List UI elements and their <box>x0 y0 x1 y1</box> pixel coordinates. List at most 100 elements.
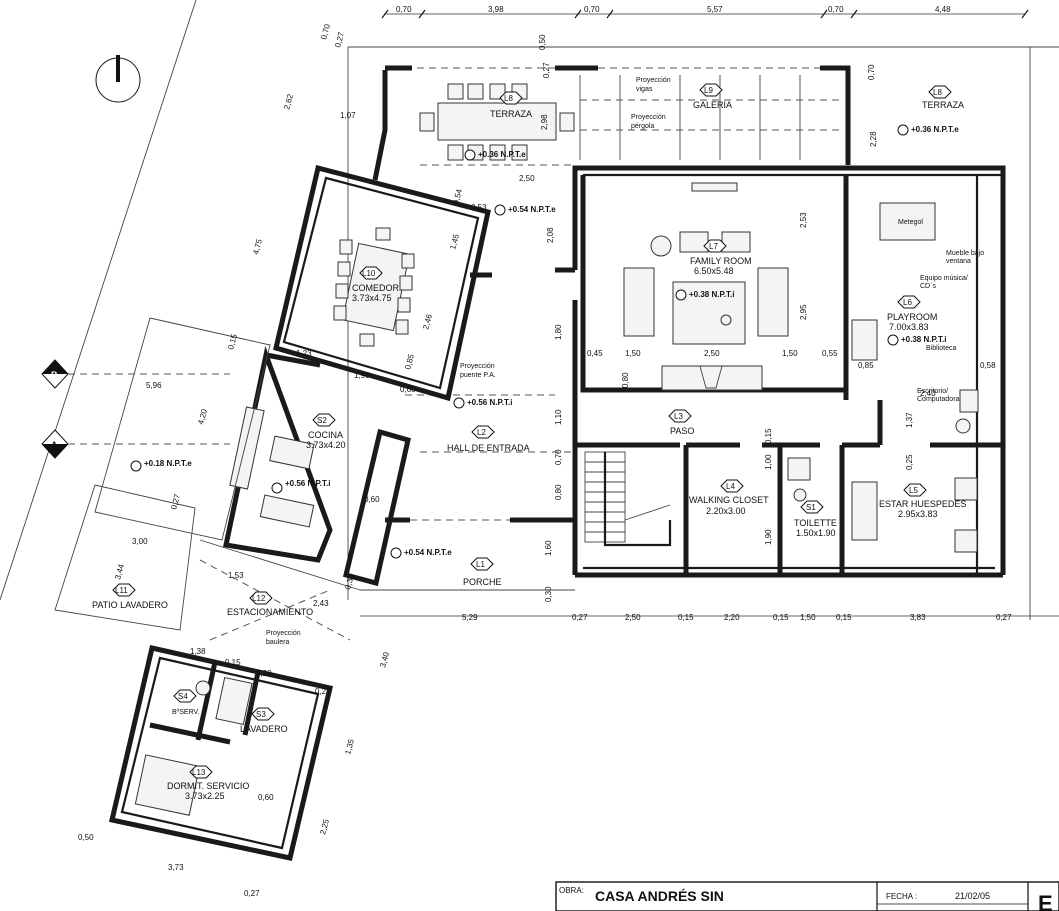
svg-text:1,00: 1,00 <box>764 454 773 470</box>
property-line <box>0 0 197 601</box>
svg-text:0,15: 0,15 <box>773 613 789 622</box>
svg-text:+0.38 N.P.T.i: +0.38 N.P.T.i <box>901 335 946 344</box>
svg-text:S1: S1 <box>806 503 816 512</box>
svg-text:L1: L1 <box>476 560 485 569</box>
room-tag-l2: L2 HALL DE ENTRADA <box>447 425 530 453</box>
svg-text:0,60: 0,60 <box>400 385 416 394</box>
svg-text:0,27: 0,27 <box>315 687 331 696</box>
level-marker-cocina: +0.56 N.P.T.i <box>271 479 330 494</box>
svg-text:+0.38 N.P.T.i: +0.38 N.P.T.i <box>689 290 734 299</box>
svg-text:B: B <box>51 370 58 380</box>
svg-text:vigas: vigas <box>636 86 653 93</box>
room-tag-s1: S1 TOILETTE 1.50x1.90 <box>794 500 837 538</box>
room-tag-s4: S4 BºSERV. <box>172 689 200 716</box>
svg-text:TERRAZA: TERRAZA <box>490 109 532 119</box>
svg-text:1,07: 1,07 <box>340 111 356 120</box>
svg-text:1.50x1.90: 1.50x1.90 <box>796 528 836 538</box>
room-tag-l6: L6 PLAYROOM 7.00x3.83 <box>887 295 937 332</box>
room-tag-l7: L7 FAMILY ROOM 6.50x5.48 <box>690 239 752 276</box>
svg-text:LAVADERO: LAVADERO <box>240 724 288 734</box>
room-tag-s3: S3 LAVADERO <box>240 707 288 734</box>
service-area <box>54 317 361 641</box>
room-tag-l8a: L8 TERRAZA <box>490 91 532 119</box>
room-tag-s2: S2 COCINA 3.73x4.20 <box>306 413 346 450</box>
svg-text:1,23: 1,23 <box>296 349 312 358</box>
main-block-walls <box>572 165 1006 578</box>
room-tag-l11: L11 PATIO LAVADERO <box>92 583 168 610</box>
svg-text:0,55: 0,55 <box>822 349 838 358</box>
svg-text:6.50x5.48: 6.50x5.48 <box>694 266 734 276</box>
svg-text:1,80: 1,80 <box>554 324 563 340</box>
annotation-notes: Proyección vigas Proyección pérgola Proy… <box>266 77 984 646</box>
north-arrow-icon <box>95 55 141 103</box>
svg-text:S3: S3 <box>256 710 266 719</box>
dim-top-0: 0,70 <box>396 5 412 14</box>
svg-text:S4: S4 <box>178 692 188 701</box>
svg-text:Proyección: Proyección <box>266 630 301 637</box>
dim-top-3: 5,57 <box>707 5 723 14</box>
svg-text:5,29: 5,29 <box>462 613 478 622</box>
dim-top-5: 4,48 <box>935 5 951 14</box>
svg-text:1,10: 1,10 <box>554 409 563 425</box>
dim-top-1: 3,98 <box>488 5 504 14</box>
svg-text:2,62: 2,62 <box>282 93 295 111</box>
svg-text:PASO: PASO <box>670 426 694 436</box>
svg-text:2,28: 2,28 <box>869 131 878 147</box>
svg-text:GALERIA: GALERIA <box>693 100 732 110</box>
svg-text:COCINA: COCINA <box>308 430 343 440</box>
svg-text:0,27: 0,27 <box>244 889 260 898</box>
dining-table <box>333 227 415 347</box>
svg-text:Equipo música/: Equipo música/ <box>920 275 968 282</box>
outdoor-dining-table <box>419 83 575 161</box>
svg-text:+0.36 N.P.T.e: +0.36 N.P.T.e <box>911 125 959 134</box>
svg-text:4,20: 4,20 <box>196 408 209 426</box>
svg-text:ESTACIONAMIENTO: ESTACIONAMIENTO <box>227 607 313 617</box>
svg-text:0,60: 0,60 <box>364 495 380 504</box>
svg-text:L11: L11 <box>115 586 128 595</box>
section-marker-b: B <box>41 359 69 389</box>
svg-text:FAMILY ROOM: FAMILY ROOM <box>690 256 752 266</box>
svg-text:1,45: 1,45 <box>448 233 461 251</box>
level-marker-playroom: +0.38 N.P.T.i <box>887 334 946 346</box>
svg-text:0,45: 0,45 <box>587 349 603 358</box>
svg-text:2,20: 2,20 <box>724 613 740 622</box>
svg-text:DORMIT. SERVICIO: DORMIT. SERVICIO <box>167 781 249 791</box>
svg-text:2,20: 2,20 <box>256 669 272 678</box>
svg-text:PATIO LAVADERO: PATIO LAVADERO <box>92 600 168 610</box>
dim-top-4: 0,70 <box>828 5 844 14</box>
room-tag-l9: L9 GALERIA <box>693 83 732 110</box>
level-marker-comedor: +0.54 N.P.T.e <box>494 204 556 216</box>
svg-text:0,58: 0,58 <box>980 361 996 370</box>
svg-text:1,50: 1,50 <box>800 613 816 622</box>
svg-text:+0.56 N.P.T.i: +0.56 N.P.T.i <box>467 398 512 407</box>
svg-text:1,90: 1,90 <box>354 371 370 380</box>
svg-text:3.73x4.75: 3.73x4.75 <box>352 293 392 303</box>
svg-text:TERRAZA: TERRAZA <box>922 100 964 110</box>
svg-text:L3: L3 <box>674 412 683 421</box>
staircase <box>584 451 672 547</box>
svg-text:L2: L2 <box>477 428 486 437</box>
svg-text:HALL DE ENTRADA: HALL DE ENTRADA <box>447 443 530 453</box>
svg-text:ESTAR HUESPEDES: ESTAR HUESPEDES <box>879 499 966 509</box>
svg-text:puente P.A.: puente P.A. <box>460 372 496 379</box>
svg-text:A: A <box>51 440 58 450</box>
svg-text:L5: L5 <box>909 486 918 495</box>
svg-text:+0.54 N.P.T.e: +0.54 N.P.T.e <box>404 548 452 557</box>
svg-text:1,90: 1,90 <box>764 529 773 545</box>
dormit-block-walls <box>108 645 334 861</box>
top-dimension-chain: 0,70 3,98 0,70 5,57 0,70 4,48 <box>381 5 1029 19</box>
svg-text:COMEDOR: COMEDOR <box>352 283 400 293</box>
room-tag-l13: L13 DORMIT. SERVICIO 3.73x2.25 <box>167 765 249 801</box>
svg-text:0,50: 0,50 <box>538 34 547 50</box>
svg-text:0,27: 0,27 <box>996 613 1012 622</box>
svg-text:1,37: 1,37 <box>905 412 914 428</box>
svg-text:0,27: 0,27 <box>169 493 182 511</box>
svg-text:0,15: 0,15 <box>225 658 241 667</box>
svg-text:2,46: 2,46 <box>421 313 434 331</box>
svg-text:PLAYROOM: PLAYROOM <box>887 312 937 322</box>
svg-text:L4: L4 <box>726 482 735 491</box>
svg-text:L10: L10 <box>362 269 376 278</box>
svg-text:3,44: 3,44 <box>113 563 126 581</box>
svg-text:2,40: 2,40 <box>920 389 936 398</box>
